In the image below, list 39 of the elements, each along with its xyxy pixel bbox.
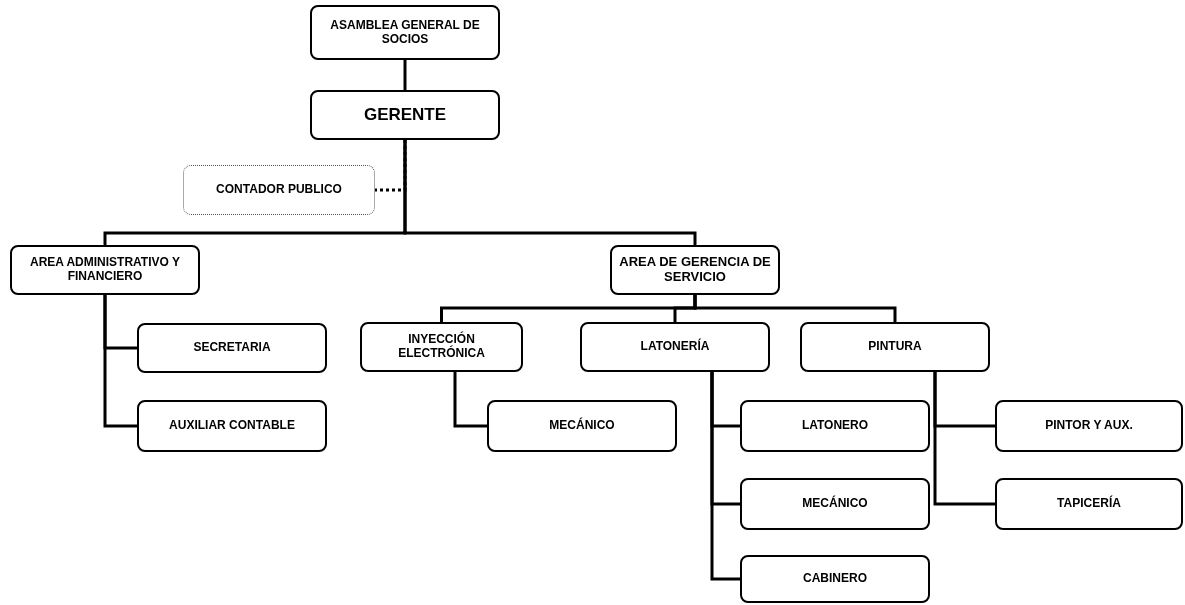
org-box: [137, 400, 327, 452]
connector-line: [403, 60, 407, 90]
box-label: GERENTE: [363, 105, 447, 125]
org-box: [360, 322, 523, 372]
box-label: MECÁNICO: [802, 497, 868, 511]
box-label: TAPICERÍA: [1057, 497, 1121, 511]
org-box: [310, 5, 500, 60]
box-label: MECÁNICO: [549, 419, 615, 433]
org-box: [995, 478, 1183, 530]
org-box: [740, 400, 930, 452]
org-box: [487, 400, 677, 452]
box-label: INYECCIÓN ELECTRÓNICA: [397, 333, 486, 361]
connector-line: [403, 140, 697, 245]
box-label: AREA DE GERENCIA DE SERVICIO: [618, 255, 772, 285]
connector-line: [710, 372, 740, 581]
box-label: CONTADOR PUBLICO: [216, 183, 342, 197]
connector-line: [103, 295, 137, 428]
org-box: [310, 90, 500, 140]
org-box: [137, 323, 327, 373]
box-label: SECRETARIA: [193, 341, 271, 355]
connector-line: [693, 295, 897, 322]
org-box: [183, 165, 375, 215]
box-label: LATONERÍA: [640, 340, 710, 354]
org-box: [740, 478, 930, 530]
box-label: ASAMBLEA GENERAL DE SOCIOS: [329, 18, 481, 47]
connector-line: [933, 372, 995, 506]
org-box: [610, 245, 780, 295]
org-box: [580, 322, 770, 372]
org-box: [800, 322, 990, 372]
box-label: AUXILIAR CONTABLE: [169, 419, 295, 433]
box-label: PINTURA: [868, 340, 922, 354]
box-label: PINTOR Y AUX.: [1045, 419, 1133, 433]
box-label: AREA ADMINISTRATIVO Y FINANCIERO: [29, 256, 181, 284]
box-label: LATONERO: [801, 419, 869, 433]
connector-line: [453, 372, 487, 428]
org-box: [740, 555, 930, 603]
org-box: [995, 400, 1183, 452]
box-label: CABINERO: [803, 572, 867, 586]
org-box: [10, 245, 200, 295]
